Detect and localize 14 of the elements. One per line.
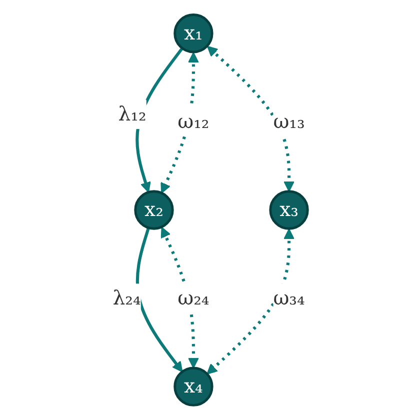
node-circle bbox=[134, 190, 174, 230]
arrow bbox=[136, 227, 183, 372]
edge-label: λ₂₄ bbox=[112, 286, 141, 310]
node-circle bbox=[173, 366, 214, 406]
edge-label: ω₂₄ bbox=[177, 286, 210, 310]
graph-diagram: λ₁₂ λ₂₄ ω₁₂ ω₂₄ ω₁₃ ω₃₄ x₁ x₂ x₃ x₄ bbox=[102, 5, 318, 415]
arrow bbox=[206, 228, 294, 374]
edge-label: ω₃₄ bbox=[272, 286, 305, 310]
edge-label: ω₁₂ bbox=[177, 109, 210, 133]
edge-label: λ₁₂ bbox=[118, 102, 146, 126]
edge-label: ω₁₃ bbox=[272, 109, 305, 133]
arrow bbox=[206, 46, 294, 192]
node-circle bbox=[268, 190, 309, 230]
node-circle bbox=[173, 14, 214, 54]
